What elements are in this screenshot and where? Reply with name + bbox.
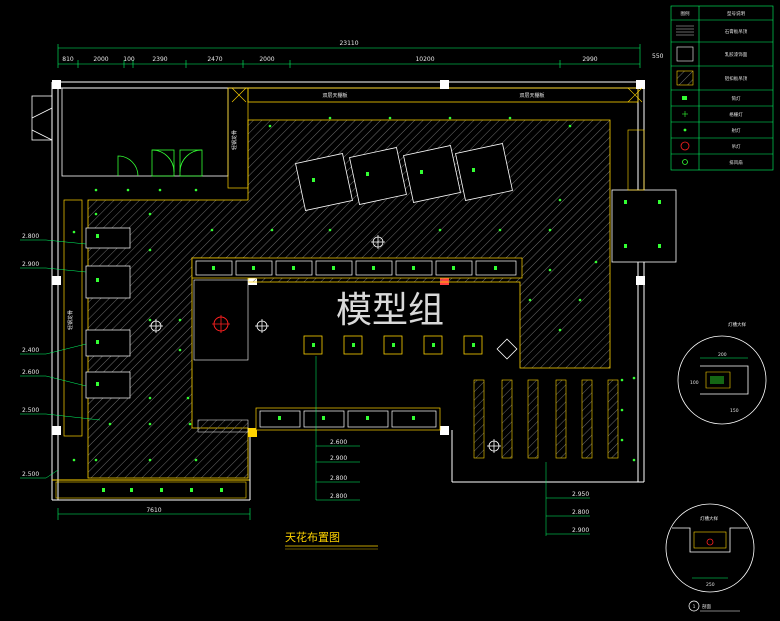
top-ceiling-strip: 双层天棚板 双层天棚板: [247, 87, 639, 103]
center-level-leaders: [315, 356, 360, 501]
right-level-leaders: [545, 462, 590, 536]
downlights: [72, 116, 636, 462]
left-partitions: [85, 227, 131, 399]
left-channel: 轻钢龙骨: [63, 199, 83, 437]
detail-1-dim-c: 150: [730, 408, 739, 414]
left-level-2: 2.900: [22, 261, 39, 268]
seg-8: 2990: [582, 56, 597, 63]
ceiling-text-a: 双层天棚板: [322, 92, 347, 99]
detail-1-dim-b: 100: [690, 380, 699, 386]
ceiling-text-b: 双层天棚板: [519, 92, 544, 99]
star-icon: [680, 141, 690, 151]
vertical-note-left: 轻钢龙骨: [231, 130, 238, 150]
center-level-2: 2.900: [330, 455, 347, 462]
right-level-2: 2.800: [572, 509, 589, 516]
legend-desc-1: 石膏板吊顶: [725, 28, 748, 35]
legend-desc-6: 射灯: [732, 127, 741, 134]
x-markers: [231, 87, 643, 103]
spot-icon: [682, 96, 687, 100]
left-level-1: 2.800: [22, 233, 39, 240]
cross-icon: [682, 111, 688, 117]
bottom-strip: [55, 481, 247, 499]
detail-circle-2: 250 灯槽大样: [665, 503, 755, 593]
hatched-ceiling: [87, 119, 611, 479]
legend-header-icon: 图例: [681, 10, 690, 17]
top-left-room: 轻钢龙骨: [31, 87, 249, 189]
left-level-6: 2.500: [22, 471, 39, 478]
display-shelf-top: [191, 257, 523, 279]
seg-1: 810: [62, 56, 74, 63]
legend-desc-5: 格栅灯: [729, 111, 743, 118]
right-level-3: 2.900: [572, 527, 589, 534]
watermark: 模型组: [336, 290, 444, 331]
seg-4: 2390: [152, 56, 167, 63]
seg-7: 10200: [415, 56, 434, 63]
left-level-5: 2.500: [22, 407, 39, 414]
detail-number-tag: 1 剖面: [688, 600, 740, 612]
center-level-1: 2.600: [330, 439, 347, 446]
detail-1-dim-a: 200: [718, 352, 727, 358]
seg-6: 2000: [259, 56, 274, 63]
bottom-width-label: 7610: [146, 507, 161, 514]
left-level-3: 2.400: [22, 347, 39, 354]
right-wall-box: [611, 129, 677, 263]
center-level-4: 2.800: [330, 493, 347, 500]
box-icon: [676, 46, 694, 62]
chandelier: [212, 315, 230, 333]
detail-number: 1: [693, 604, 696, 610]
legend-desc-3: 铝扣板吊顶: [725, 75, 748, 82]
left-level-4: 2.600: [22, 369, 39, 376]
right-offset-label: 550: [652, 53, 664, 60]
detail-2-label: 灯槽大样: [700, 515, 718, 522]
detail-2-dim: 250: [706, 582, 715, 588]
detail-circle-1: 200 100 150 灯槽大样: [677, 321, 767, 425]
tilted-panels: [295, 143, 513, 211]
legend-table: 图例 型号说明 石膏板吊顶 乳胶漆饰面 铝扣板吊顶 筒灯 格栅灯 射灯 吊灯 排…: [670, 5, 774, 171]
fan-icon: [682, 159, 688, 165]
fixture-marks: [96, 168, 661, 492]
entrance-door: [31, 95, 53, 141]
legend-desc-4: 筒灯: [732, 95, 741, 102]
center-light-boxes: [303, 335, 483, 355]
legend-desc-7: 吊灯: [732, 143, 741, 150]
drawing-title-block: 天花布置图: [285, 531, 378, 550]
seg-2: 2000: [93, 56, 108, 63]
hatch-icon: [676, 70, 694, 86]
seg-5: 2470: [207, 56, 222, 63]
legend-desc-2: 乳胶漆饰面: [725, 51, 748, 58]
top-dimension: 23110 550 810 2000 100 2390 2470 2000 10…: [57, 40, 664, 68]
lines-icon: [676, 25, 694, 36]
bottom-dimension: [57, 508, 251, 520]
drawing-title: 天花布置图: [285, 531, 340, 544]
legend-desc-8: 排风扇: [729, 159, 743, 166]
dot-icon: [683, 128, 687, 132]
detail-1-label: 灯槽大样: [728, 321, 746, 328]
left-level-leaders: [20, 239, 101, 479]
right-level-1: 2.950: [572, 491, 589, 498]
detail-caption: 剖面: [702, 603, 711, 610]
center-level-3: 2.800: [330, 475, 347, 482]
vertical-note-right: 轻钢龙骨: [67, 310, 74, 330]
overall-width-label: 23110: [339, 40, 358, 47]
seg-3: 100: [123, 56, 135, 63]
door-arcs: [117, 149, 203, 177]
grille-lights: [473, 379, 619, 459]
pendant-lamps: [149, 235, 518, 453]
legend-header-desc: 型号说明: [727, 10, 745, 17]
